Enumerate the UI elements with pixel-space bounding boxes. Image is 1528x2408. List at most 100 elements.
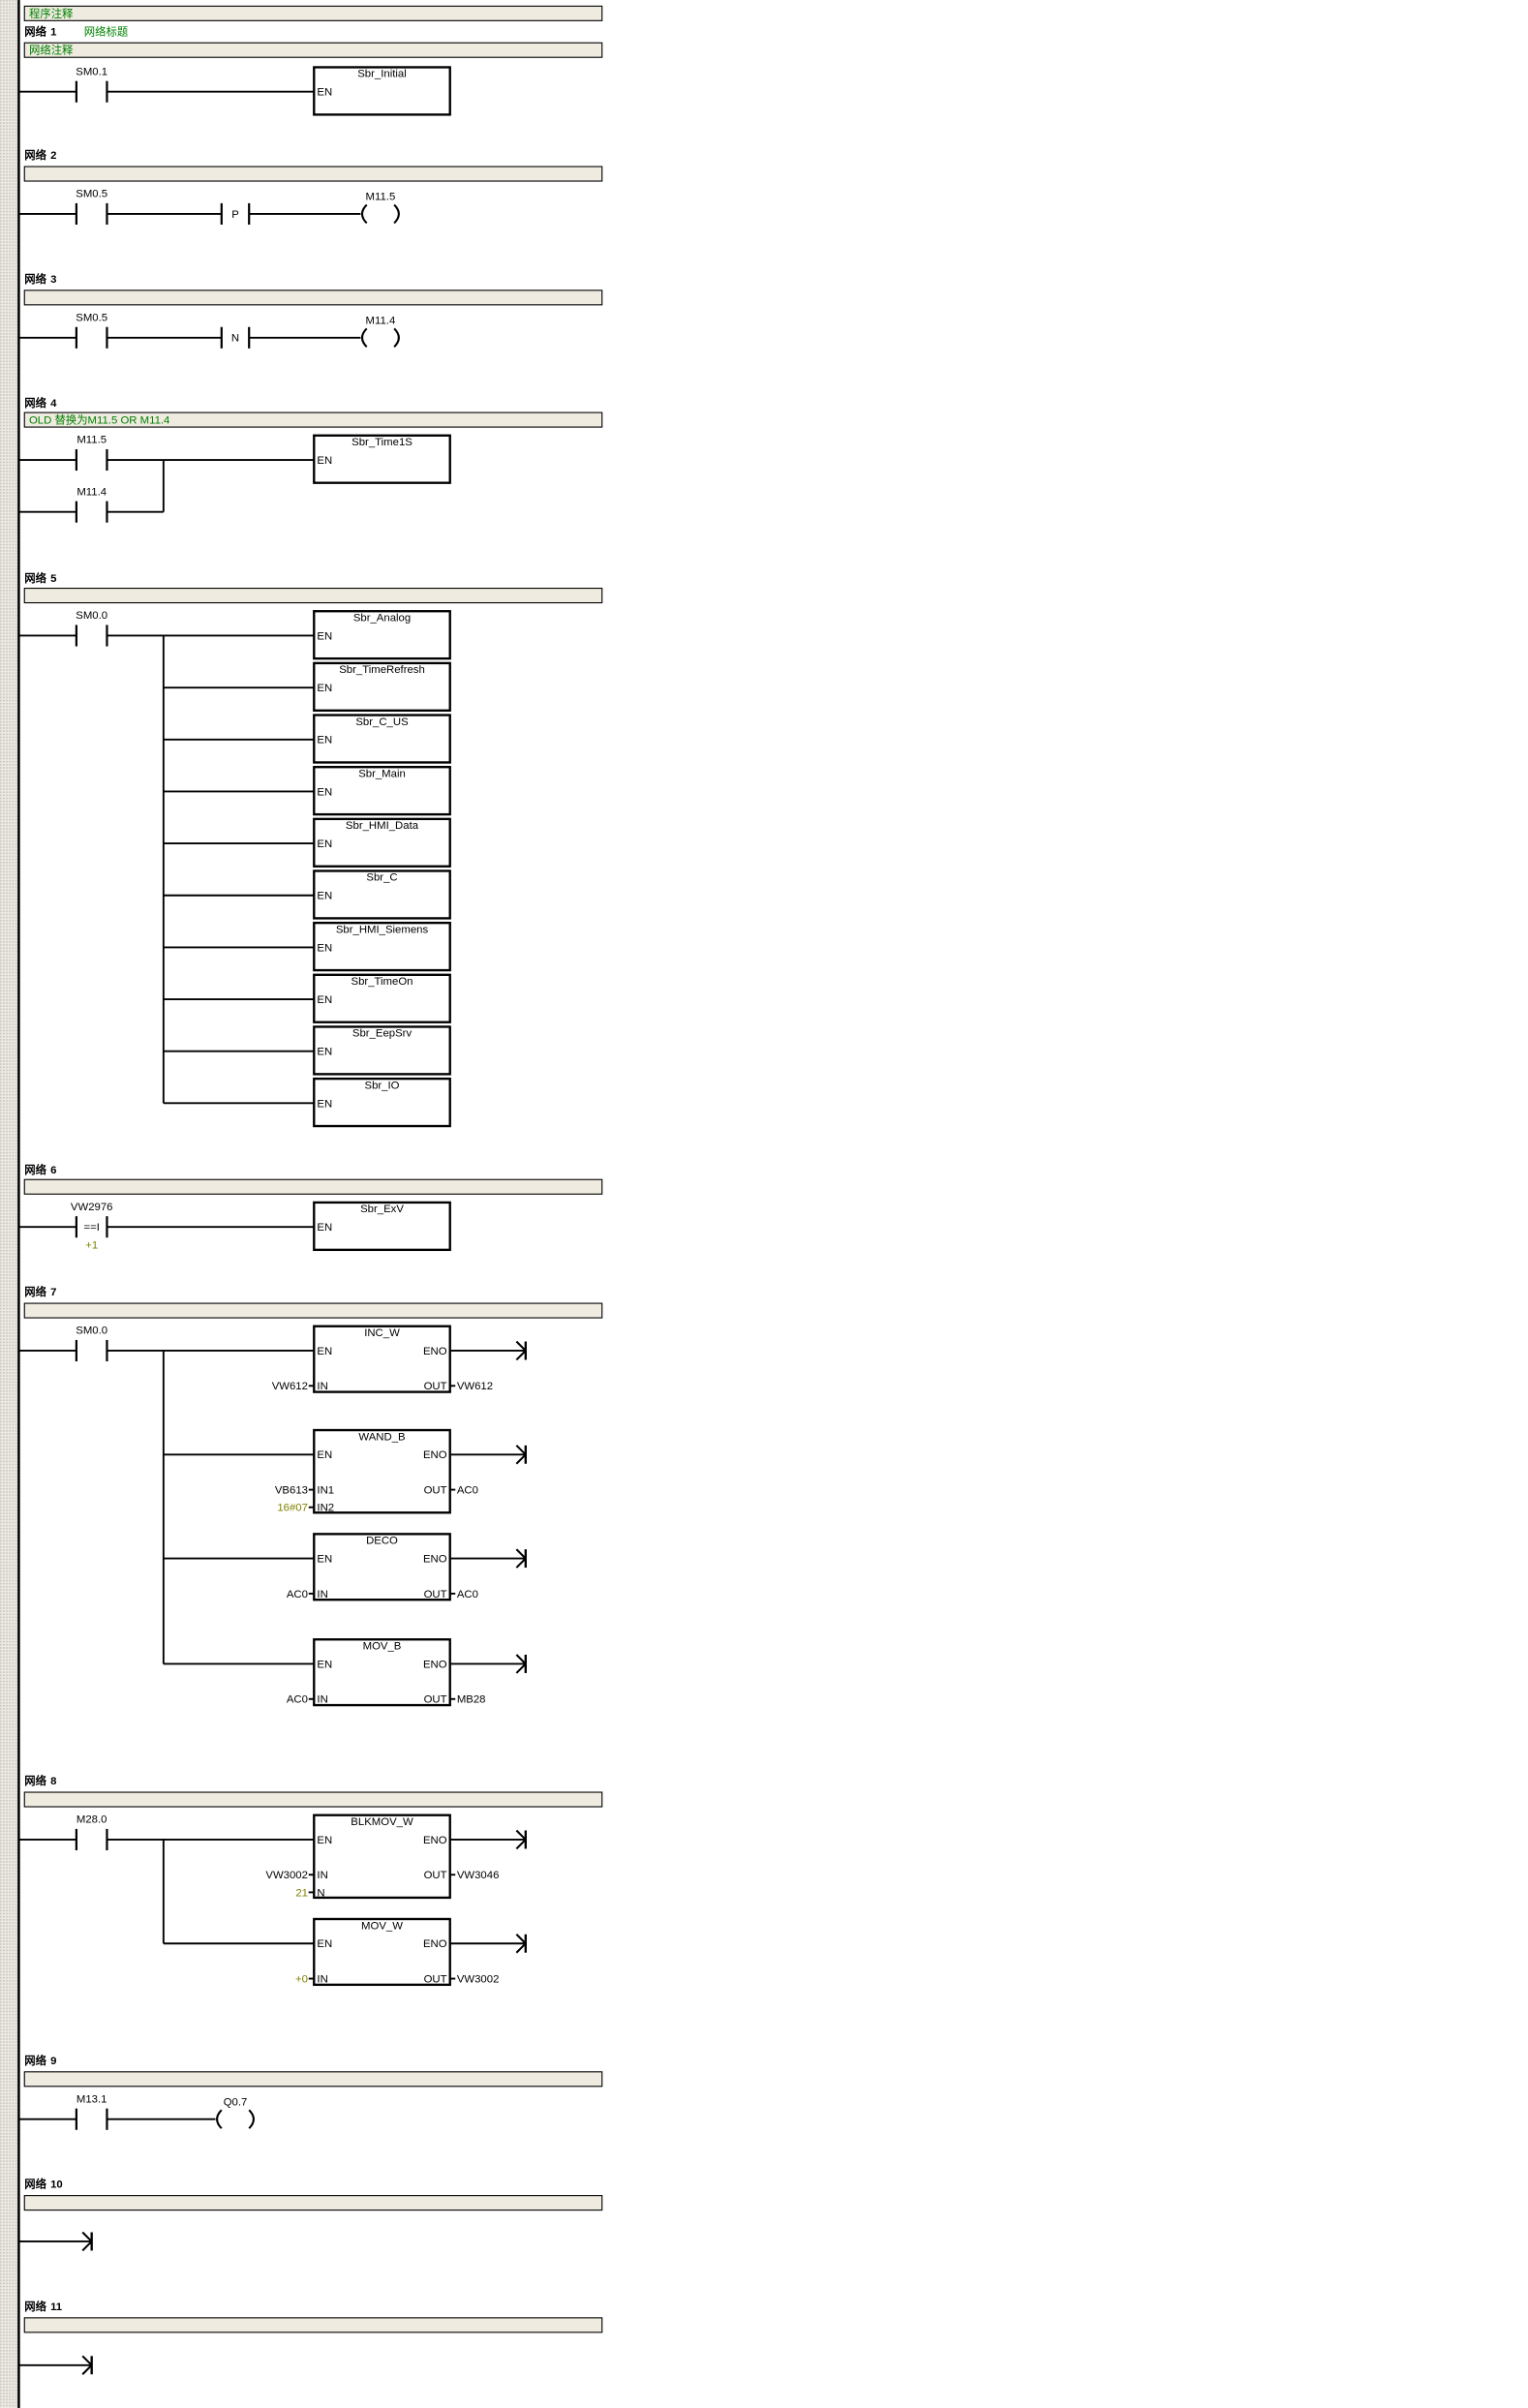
end-arrow-icon — [515, 1548, 527, 1560]
output-pin: OUT — [424, 1381, 447, 1392]
contact[interactable] — [74, 2107, 110, 2131]
subroutine-box[interactable] — [313, 1077, 451, 1128]
eno-pin: ENO — [423, 1346, 447, 1357]
contact[interactable] — [74, 79, 110, 104]
subroutine-box[interactable] — [313, 817, 451, 868]
output-operand: MB28 — [457, 1694, 486, 1706]
function-box[interactable] — [313, 1428, 451, 1514]
subroutine-box[interactable] — [313, 66, 451, 116]
network-label: 网络 — [24, 396, 46, 410]
network-label: 网络 — [24, 2178, 46, 2191]
output-coil[interactable] — [214, 2107, 257, 2131]
contact[interactable] — [74, 624, 110, 648]
coil-left-paren — [216, 2109, 223, 2129]
end-arrow-icon — [81, 2364, 93, 2375]
network-label: 网络 — [24, 148, 46, 162]
eno-pin: ENO — [423, 1938, 447, 1950]
box-title: Sbr_C_US — [355, 716, 409, 728]
network-comment-bar[interactable] — [23, 166, 603, 182]
box-title: MOV_B — [363, 1640, 402, 1652]
input-pin: IN1 — [317, 1485, 334, 1497]
eno-pin: ENO — [423, 1835, 447, 1846]
box-title: DECO — [366, 1536, 398, 1547]
input-operand: 16#07 — [277, 1503, 308, 1514]
contact[interactable] — [74, 447, 110, 472]
contact[interactable] — [74, 201, 110, 226]
network-number: 2 — [50, 150, 56, 162]
subroutine-box[interactable] — [313, 661, 451, 712]
network-comment-bar[interactable] — [23, 1791, 603, 1808]
contact-address: M28.0 — [76, 1814, 107, 1826]
contact[interactable] — [74, 1827, 110, 1851]
subroutine-box[interactable] — [313, 973, 451, 1023]
network-comment-bar[interactable] — [23, 2071, 603, 2088]
subroutine-box[interactable] — [313, 610, 451, 660]
en-pin: EN — [317, 1659, 332, 1670]
box-title: Sbr_IO — [365, 1080, 400, 1091]
subroutine-box[interactable] — [313, 714, 451, 764]
network-comment-bar[interactable] — [23, 1302, 603, 1319]
box-title: Sbr_HMI_Data — [346, 820, 419, 832]
output-operand: VW3046 — [457, 1870, 500, 1881]
network-comment: OLD 替换为M11.5 OR M11.4 — [29, 413, 169, 427]
contact-address: M11.5 — [76, 435, 107, 446]
function-box[interactable] — [313, 1533, 451, 1601]
function-box[interactable] — [313, 1325, 451, 1393]
input-pin: IN — [317, 1870, 327, 1881]
output-coil[interactable] — [359, 325, 402, 350]
program-comment: 程序注释 — [29, 7, 74, 20]
input-operand: VB613 — [275, 1485, 308, 1497]
box-title: WAND_B — [358, 1431, 405, 1443]
box-title: BLKMOV_W — [351, 1816, 413, 1828]
function-box[interactable] — [313, 1917, 451, 1987]
network-number: 8 — [50, 1776, 56, 1787]
network-comment-bar[interactable] — [23, 290, 603, 306]
function-box[interactable] — [313, 1814, 451, 1900]
coil-left-paren — [360, 203, 368, 225]
compare-operator: ==I — [83, 1222, 99, 1234]
end-arrow-icon — [515, 1453, 527, 1465]
output-coil[interactable] — [359, 201, 402, 226]
en-pin: EN — [317, 683, 332, 694]
en-pin: EN — [317, 994, 332, 1006]
output-pin: OUT — [424, 1694, 447, 1706]
end-arrow-icon — [81, 2240, 93, 2252]
box-title: Sbr_TimeRefresh — [339, 664, 425, 676]
contact[interactable] — [74, 325, 110, 350]
output-pin: OUT — [424, 1870, 447, 1881]
coil-left-paren — [360, 327, 368, 348]
network-comment-bar[interactable] — [23, 411, 603, 428]
network-comment-bar[interactable] — [23, 588, 603, 604]
network-comment-bar[interactable] — [23, 2195, 603, 2211]
subroutine-box[interactable] — [313, 869, 451, 920]
function-box[interactable] — [313, 1638, 451, 1707]
end-arrow-icon — [515, 1340, 527, 1352]
contact[interactable] — [74, 1338, 110, 1362]
en-pin: EN — [317, 1835, 332, 1846]
network-number: 10 — [50, 2179, 63, 2191]
en-pin: EN — [317, 1938, 332, 1950]
subroutine-box[interactable] — [313, 434, 451, 484]
subroutine-box[interactable] — [313, 1201, 451, 1252]
compare-operand: +1 — [85, 1239, 98, 1251]
subroutine-box[interactable] — [313, 766, 451, 816]
en-pin: EN — [317, 1554, 332, 1566]
contact[interactable] — [74, 500, 110, 524]
input-pin: N — [317, 1887, 324, 1899]
input-operand: +0 — [295, 1973, 308, 1985]
en-pin: EN — [317, 87, 332, 99]
output-pin: OUT — [424, 1973, 447, 1985]
en-pin: EN — [317, 1449, 332, 1461]
subroutine-box[interactable] — [313, 921, 451, 972]
output-pin: OUT — [424, 1589, 447, 1600]
box-title: INC_W — [364, 1327, 400, 1339]
network-comment-bar[interactable] — [23, 2317, 603, 2333]
network-comment-bar[interactable] — [23, 42, 603, 58]
program-comment-bar[interactable] — [23, 5, 603, 21]
end-arrow-icon — [515, 1445, 527, 1456]
network-comment-bar[interactable] — [23, 1178, 603, 1195]
output-pin: OUT — [424, 1485, 447, 1497]
subroutine-box[interactable] — [313, 1025, 451, 1076]
